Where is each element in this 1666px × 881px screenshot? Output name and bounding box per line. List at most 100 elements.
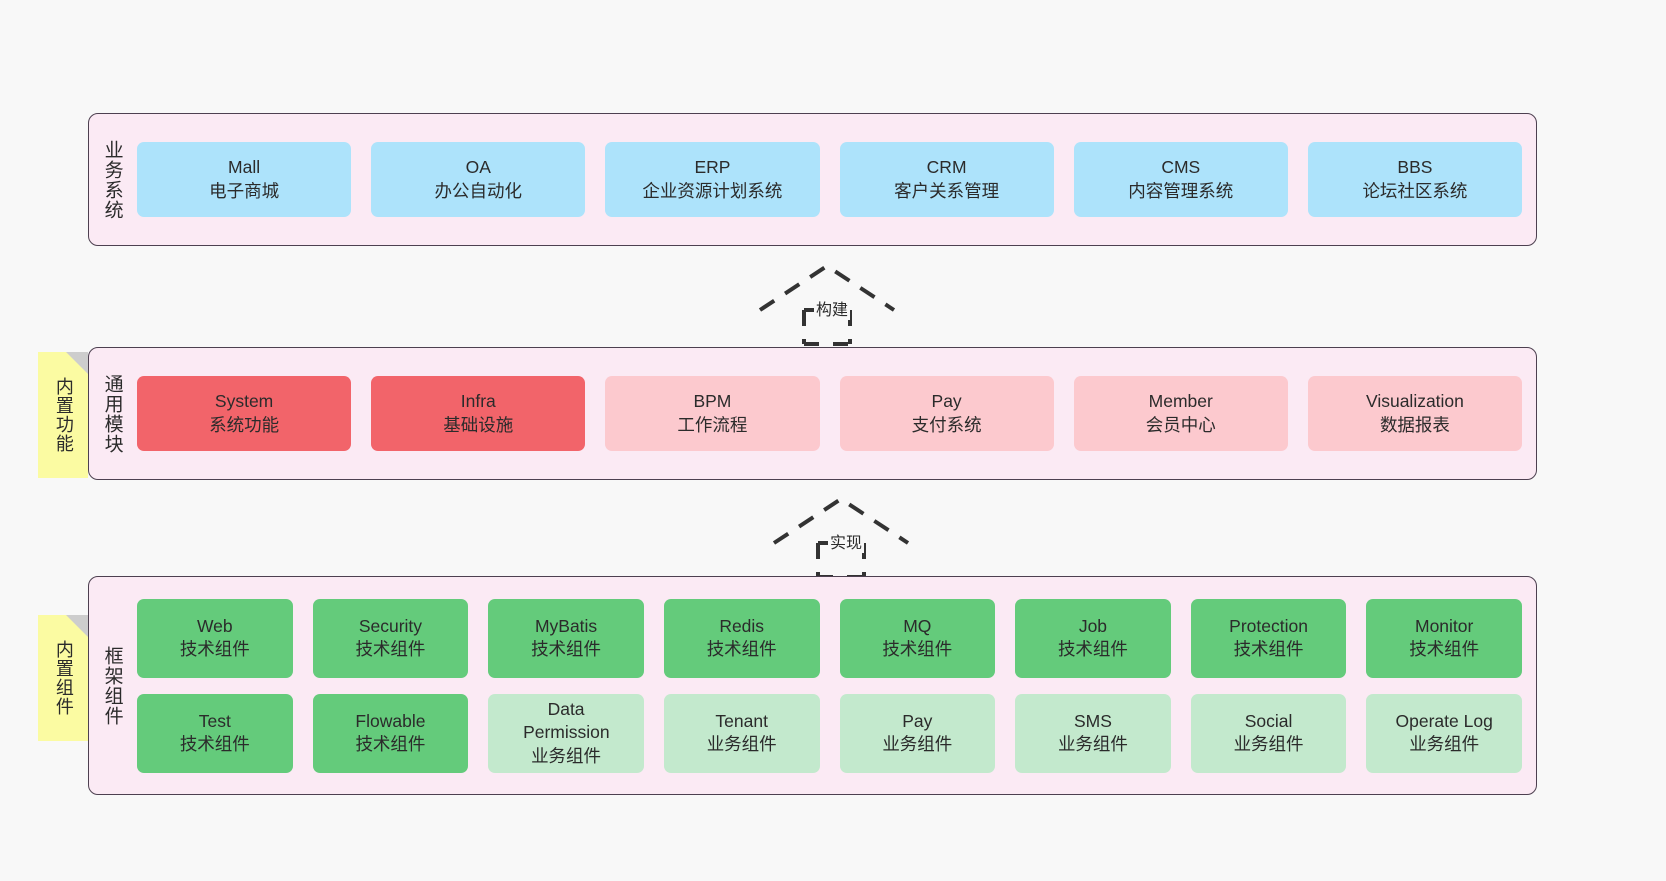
block-title: Protection <box>1229 615 1308 636</box>
block-title: Visualization <box>1365 391 1464 412</box>
block-subtitle: 技术组件 <box>355 734 426 754</box>
block-oa[interactable]: OA 办公自动化 <box>371 142 586 217</box>
block-subtitle: 业务组件 <box>882 734 953 754</box>
block-title: Social <box>1244 710 1293 731</box>
block-test[interactable]: Test 技术组件 <box>137 693 293 773</box>
block-title: Monitor <box>1415 615 1474 636</box>
block-subtitle: 业务组件 <box>1233 734 1304 754</box>
block-crm[interactable]: CRM 客户关系管理 <box>839 142 1054 217</box>
note-label: 内置组件 <box>53 640 74 716</box>
block-subtitle: 内容管理系统 <box>1128 180 1234 201</box>
block-mybatis[interactable]: MyBatis 技术组件 <box>488 598 644 678</box>
block-subtitle: 技术组件 <box>1057 639 1128 659</box>
layer-title-framework-component: 框架组件 <box>101 645 123 726</box>
block-subtitle: 业务组件 <box>531 745 602 766</box>
block-social[interactable]: Social 业务组件 <box>1190 693 1347 773</box>
block-bbs[interactable]: BBS 论坛社区系统 <box>1307 142 1523 217</box>
block-title: Web <box>196 615 233 636</box>
row: Test 技术组件 Flowable 技术组件 Data Permission … <box>137 693 1522 773</box>
block-subtitle: 业务组件 <box>1409 734 1480 754</box>
block-subtitle: 系统功能 <box>209 414 280 435</box>
block-title: OA <box>465 157 491 178</box>
block-subtitle: 企业资源计划系统 <box>642 180 783 201</box>
block-title: Pay <box>902 710 933 731</box>
block-redis[interactable]: Redis 技术组件 <box>663 598 820 678</box>
block-subtitle: 技术组件 <box>1233 639 1304 659</box>
block-subtitle: 客户关系管理 <box>894 180 1000 201</box>
note-label: 内置功能 <box>53 377 74 453</box>
block-infra[interactable]: Infra 基础设施 <box>371 376 586 451</box>
build-arrow-label: 构建 <box>814 296 851 320</box>
layer-body-common-module: System 系统功能 Infra 基础设施 BPM 工作流程 Pay 支付系统… <box>135 348 1536 479</box>
block-subtitle: 会员中心 <box>1145 414 1216 435</box>
block-title: CMS <box>1161 157 1201 178</box>
block-title: ERP <box>694 157 731 178</box>
block-title: Operate Log <box>1395 710 1493 731</box>
note-builtin-component: 内置组件 <box>38 615 88 741</box>
layer-title-common-module: 通用模块 <box>101 373 123 454</box>
layer-title-business-system: 业务系统 <box>101 139 123 220</box>
block-title: Mall <box>228 157 261 178</box>
block-title: Tenant <box>715 710 768 731</box>
block-title: Job <box>1078 615 1108 636</box>
block-subtitle: 技术组件 <box>179 734 250 754</box>
block-title: CRM <box>926 157 967 178</box>
block-subtitle: 技术组件 <box>882 639 953 659</box>
block-security[interactable]: Security 技术组件 <box>312 598 469 678</box>
block-operate-log[interactable]: Operate Log 业务组件 <box>1366 693 1522 773</box>
block-subtitle: 技术组件 <box>531 639 602 659</box>
block-subtitle: 办公自动化 <box>434 180 523 201</box>
block-title: Security <box>358 615 423 636</box>
block-title: Infra <box>460 391 496 412</box>
block-title: Test <box>198 710 231 731</box>
block-subtitle: 技术组件 <box>706 639 777 659</box>
block-sms[interactable]: SMS 业务组件 <box>1015 693 1171 773</box>
block-data-permission[interactable]: Data Permission 业务组件 <box>488 693 644 773</box>
block-monitor[interactable]: Monitor 技术组件 <box>1366 598 1522 678</box>
block-subtitle: 业务组件 <box>1057 734 1128 754</box>
note-fold-corner-icon <box>66 352 88 374</box>
block-subtitle: 工作流程 <box>677 414 748 435</box>
note-builtin-feature: 内置功能 <box>38 352 88 478</box>
block-title: MyBatis <box>534 615 598 636</box>
block-erp[interactable]: ERP 企业资源计划系统 <box>605 142 820 217</box>
block-subtitle: 电子商城 <box>209 180 280 201</box>
implement-arrow: 实现 <box>772 495 912 579</box>
block-title: Member <box>1148 391 1213 412</box>
layer-common-module: 通用模块 System 系统功能 Infra 基础设施 BPM 工作流程 Pay… <box>88 347 1537 480</box>
block-web[interactable]: Web 技术组件 <box>137 598 293 678</box>
build-arrow: 构建 <box>758 262 898 346</box>
block-visualization[interactable]: Visualization 数据报表 <box>1307 376 1523 451</box>
block-system[interactable]: System 系统功能 <box>137 376 352 451</box>
block-title: Pay <box>931 391 962 412</box>
block-mall[interactable]: Mall 电子商城 <box>137 142 352 217</box>
block-title: BPM <box>693 391 732 412</box>
block-subtitle: 基础设施 <box>443 414 514 435</box>
block-cms[interactable]: CMS 内容管理系统 <box>1073 142 1288 217</box>
block-subtitle: 技术组件 <box>1409 639 1480 659</box>
row: Web 技术组件 Security 技术组件 MyBatis 技术组件 Redi… <box>137 598 1522 678</box>
block-title: Data Permission <box>523 699 610 743</box>
block-pay[interactable]: Pay 支付系统 <box>839 376 1054 451</box>
block-title: MQ <box>903 615 932 636</box>
block-flowable[interactable]: Flowable 技术组件 <box>312 693 469 773</box>
block-protection[interactable]: Protection 技术组件 <box>1190 598 1347 678</box>
block-title: Redis <box>719 615 765 636</box>
block-member[interactable]: Member 会员中心 <box>1073 376 1288 451</box>
layer-body-framework-component: Web 技术组件 Security 技术组件 MyBatis 技术组件 Redi… <box>135 577 1536 794</box>
block-subtitle: 业务组件 <box>706 734 777 754</box>
block-title: System <box>214 391 274 412</box>
block-bpm[interactable]: BPM 工作流程 <box>605 376 820 451</box>
block-pay-component[interactable]: Pay 业务组件 <box>839 693 996 773</box>
implement-arrow-label: 实现 <box>828 529 865 553</box>
block-subtitle: 技术组件 <box>355 639 426 659</box>
row: Mall 电子商城 OA 办公自动化 ERP 企业资源计划系统 CRM 客户关系… <box>137 142 1523 217</box>
block-job[interactable]: Job 技术组件 <box>1015 598 1171 678</box>
note-fold-corner-icon <box>66 615 88 637</box>
block-tenant[interactable]: Tenant 业务组件 <box>663 693 820 773</box>
block-title: SMS <box>1073 710 1112 731</box>
layer-business-system: 业务系统 Mall 电子商城 OA 办公自动化 ERP 企业资源计划系统 CRM… <box>88 113 1537 246</box>
block-mq[interactable]: MQ 技术组件 <box>839 598 996 678</box>
block-title: BBS <box>1397 157 1433 178</box>
